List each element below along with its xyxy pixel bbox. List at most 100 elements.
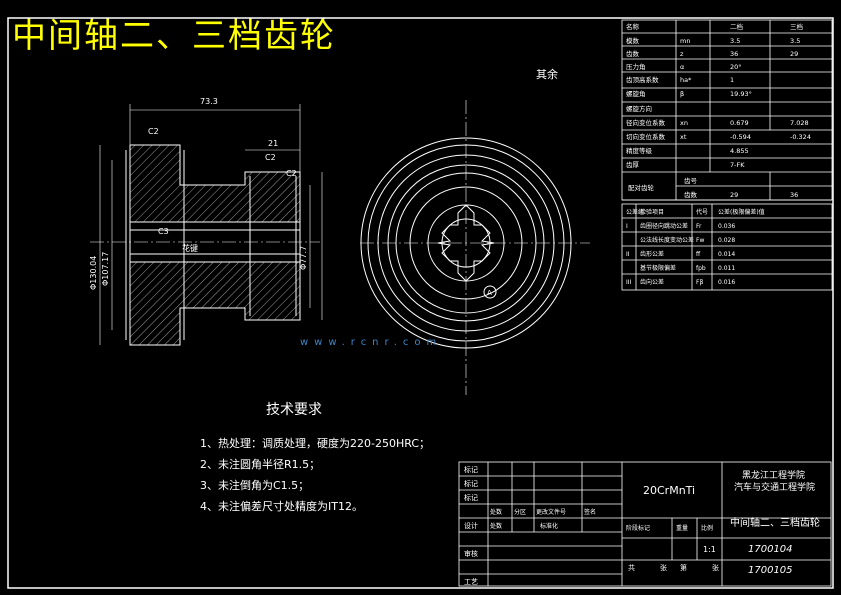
title-block — [458, 461, 832, 587]
tol-header: 检验项目 — [640, 208, 664, 216]
param-cell: 1 — [730, 76, 734, 84]
dim-chamfer-c2-c: C2 — [286, 169, 297, 178]
school-line1: 黑龙江工程学院 — [742, 469, 805, 481]
dim-21: 21 — [268, 139, 278, 148]
tol-cell: 0.011 — [718, 265, 735, 272]
tol-cell: I — [626, 223, 628, 230]
tb-row-label: 审核 — [464, 549, 478, 558]
tb-standard: 标准化 — [540, 522, 558, 530]
param-cell: 0.679 — [730, 119, 749, 127]
tb-row-label: 标记 — [464, 479, 478, 488]
tb-col-header: 更改文件号 — [536, 508, 566, 516]
tol-cell: 公法线长度变动公差 — [640, 236, 694, 244]
tb-sheet: 张 — [712, 563, 719, 572]
param-header: 三档 — [790, 22, 803, 31]
tech-req-heading: 技术要求 — [266, 402, 322, 418]
tol-cell: 基节极限偏差 — [640, 264, 676, 272]
tb-weight: 重量 — [676, 524, 688, 532]
material: 20CrMnTi — [643, 484, 695, 497]
spline-label: 花键 — [182, 243, 198, 253]
param-cell: 3.5 — [790, 37, 800, 45]
tb-sheet: 第 — [680, 563, 687, 572]
param-cell: 齿数 — [626, 49, 640, 58]
drawing-title: 中间轴二、三档齿轮 — [12, 16, 336, 56]
tol-cell: 0.028 — [718, 237, 735, 244]
tb-col-header: 处数 — [490, 522, 502, 530]
tol-header: 代号 — [696, 208, 708, 216]
tb-row-label: 设计 — [464, 521, 478, 530]
datum-label: A — [487, 289, 492, 297]
drawing-no-2: 1700105 — [748, 565, 793, 576]
dim-chamfer-c3: C3 — [158, 227, 169, 236]
tb-row-label: 标记 — [464, 493, 478, 502]
dim-chamfer-c2-a: C2 — [148, 127, 159, 136]
tol-cell: Fw — [696, 237, 704, 244]
tol-cell: 0.016 — [718, 279, 735, 286]
param-cell: 径向变位系数 — [626, 118, 666, 127]
dim-dia-right: Φ77.7 — [299, 246, 308, 270]
tol-cell: 0.036 — [718, 223, 735, 230]
tol-cell: III — [626, 279, 632, 286]
tol-cell: ff — [696, 251, 701, 258]
mesh-cell: 齿数 — [684, 190, 698, 199]
param-cell: α — [680, 63, 684, 71]
param-cell: xn — [680, 119, 688, 127]
tol-cell: 齿向公差 — [640, 278, 664, 286]
param-cell: 切向变位系数 — [626, 132, 666, 141]
param-cell: 齿厚 — [626, 161, 640, 169]
tb-col-header: 处数 — [490, 508, 502, 516]
tol-cell: 0.014 — [718, 251, 735, 258]
tol-cell: Fr — [696, 223, 702, 230]
tol-cell: fpb — [696, 265, 706, 272]
param-cell: ha* — [680, 76, 692, 84]
dim-overall-length: 73.3 — [200, 97, 218, 106]
param-header: 二档 — [730, 22, 743, 31]
param-cell: z — [680, 50, 684, 58]
mesh-cell: 齿号 — [684, 177, 698, 185]
param-cell: 19.93° — [730, 90, 752, 98]
param-cell: 7-FK — [730, 161, 745, 169]
param-cell: 螺旋方向 — [626, 104, 652, 113]
tb-scale-label: 比例 — [701, 524, 713, 532]
tol-cell: Fβ — [696, 279, 703, 286]
param-cell: mn — [680, 37, 690, 45]
drawing-no-1: 1700104 — [748, 544, 793, 555]
tech-req-item: 4、未注偏差尺寸处精度为IT12。 — [200, 499, 363, 513]
param-cell: 齿顶高系数 — [626, 75, 659, 84]
tb-col-header: 分区 — [514, 508, 526, 516]
tb-stage: 阶段标记 — [626, 524, 650, 532]
side-view — [360, 100, 590, 395]
param-cell: 7.028 — [790, 119, 809, 127]
param-cell: 20° — [730, 63, 742, 71]
tol-cell: II — [626, 251, 630, 258]
drawing-frame — [7, 17, 834, 589]
param-cell: 3.5 — [730, 37, 740, 45]
param-table — [621, 19, 833, 291]
param-cell: xt — [680, 133, 687, 141]
dim-labels: 73.3 C2 C2 C2 C3 21 花键 A 其余 Φ130.04 Φ107… — [89, 67, 558, 297]
param-cell: -0.594 — [730, 133, 751, 141]
watermark: www.rcnr.com — [300, 337, 442, 348]
tb-sheet: 共 — [628, 563, 635, 572]
param-cell: 29 — [790, 50, 798, 58]
dim-dia-left: Φ130.04 — [89, 256, 98, 290]
dim-dia-left2: Φ107.17 — [101, 252, 110, 286]
tol-cell: 齿圈径向跳动公差 — [640, 222, 688, 230]
tb-sheet: 张 — [660, 563, 667, 572]
tech-req-item: 2、未注圆角半径R1.5； — [200, 457, 320, 471]
param-cell: 压力角 — [626, 62, 646, 71]
mesh-label: 配对齿轮 — [628, 183, 655, 192]
param-header: 名称 — [626, 22, 640, 31]
mesh-cell: 29 — [730, 191, 738, 199]
param-cell: -0.324 — [790, 133, 811, 141]
tol-cell: 齿形公差 — [640, 250, 664, 258]
tb-row-label: 工艺 — [464, 578, 478, 586]
tech-requirements: 技术要求 1、热处理：调质处理，硬度为220-250HRC； 2、未注圆角半径R… — [200, 402, 430, 513]
tb-row-label: 标记 — [464, 465, 478, 474]
tb-scale: 1:1 — [703, 545, 716, 554]
title-block-text: 20CrMnTi 黑龙江工程学院 汽车与交通工程学院 中间轴二、三档齿轮 170… — [464, 465, 820, 586]
param-cell: 螺旋角 — [626, 89, 646, 98]
param-cell: 模数 — [626, 36, 640, 45]
